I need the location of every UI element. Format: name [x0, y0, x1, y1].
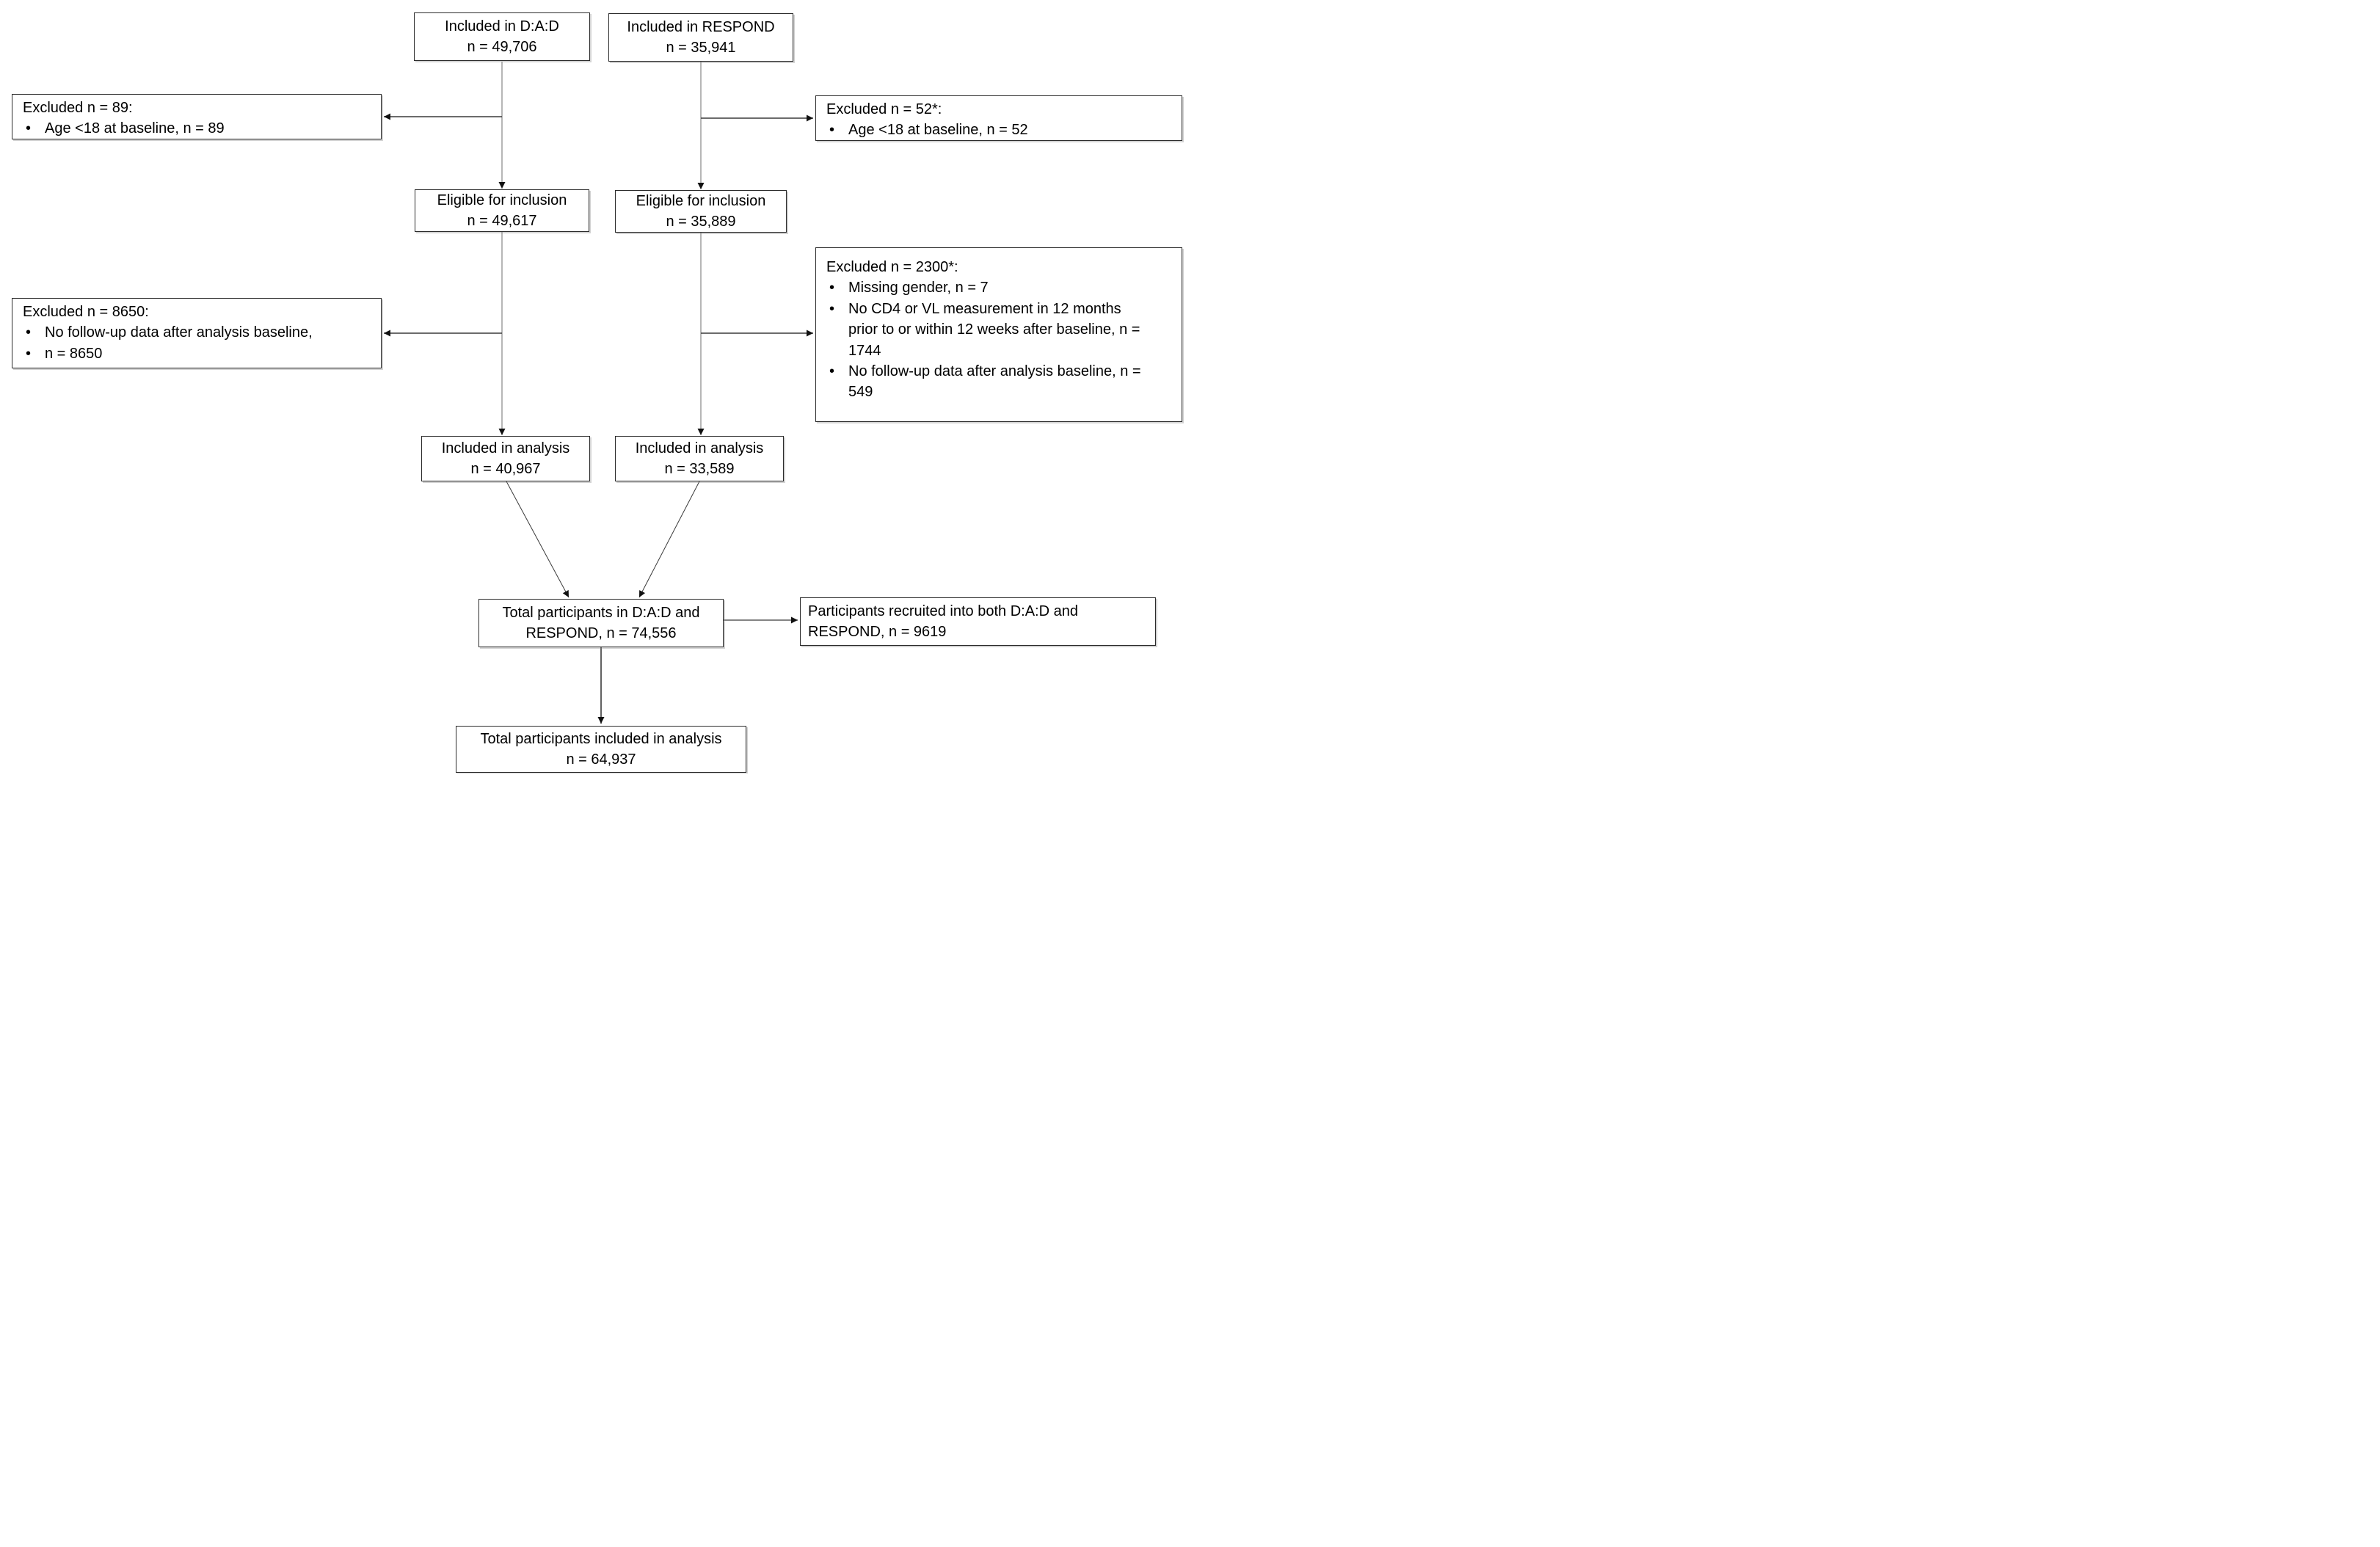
box-line: Eligible for inclusion	[437, 192, 567, 208]
exclusion-bullet: • Missing gender, n = 7	[826, 277, 1171, 298]
box-excluded-dad-followup: Excluded n = 8650: • No follow-up data a…	[12, 298, 382, 368]
box-line: RESPOND, n = 9619	[808, 624, 947, 640]
box-line: Included in RESPOND	[627, 18, 775, 35]
box-line: n = 35,941	[666, 40, 736, 56]
exclusion-title: Excluded n = 2300*:	[826, 259, 958, 275]
box-eligible-respond: Eligible for inclusion n = 35,889	[615, 190, 787, 233]
bullet-icon: •	[26, 345, 32, 362]
exclusion-bullet: • No CD4 or VL measurement in 12 months …	[826, 299, 1171, 361]
box-included-dad: Included in D:A:D n = 49,706	[414, 12, 590, 61]
box-line: n = 33,589	[664, 461, 735, 477]
exclusion-bullet: • Age <18 at baseline, n = 52	[826, 120, 1171, 140]
box-line: n = 64,937	[566, 751, 636, 768]
bullet-icon: •	[26, 324, 32, 341]
bullet-icon: •	[829, 363, 835, 379]
box-line: Included in analysis	[441, 440, 570, 456]
bullet-icon: •	[829, 122, 835, 139]
box-line: RESPOND, n = 74,556	[525, 625, 677, 641]
bullet-icon: •	[829, 300, 835, 317]
box-included-respond: Included in RESPOND n = 35,941	[608, 13, 793, 62]
box-line: Included in analysis	[635, 440, 764, 456]
box-line: Participants recruited into both D:A:D a…	[808, 603, 1078, 619]
exclusion-title: Excluded n = 8650:	[23, 304, 149, 320]
box-analysis-respond: Included in analysis n = 33,589	[615, 436, 784, 481]
exclusion-title: Excluded n = 52*:	[826, 101, 942, 117]
box-line: n = 40,967	[470, 461, 541, 477]
box-recruited-both: Participants recruited into both D:A:D a…	[800, 597, 1156, 646]
bullet-text: No CD4 or VL measurement in 12 months pr…	[848, 300, 1140, 359]
exclusion-bullet: • n = 8650	[23, 343, 371, 364]
bullet-icon: •	[26, 120, 32, 137]
exclusion-bullet: • No follow-up data after analysis basel…	[23, 322, 371, 343]
exclusion-bullet: • No follow-up data after analysis basel…	[826, 361, 1171, 403]
box-line: n = 35,889	[666, 214, 736, 230]
box-line: Eligible for inclusion	[636, 192, 766, 209]
exclusion-bullet: • Age <18 at baseline, n = 89	[23, 118, 371, 139]
box-analysis-dad: Included in analysis n = 40,967	[421, 436, 590, 481]
bullet-text: Age <18 at baseline, n = 89	[45, 120, 225, 137]
box-line: Total participants in D:A:D and	[502, 604, 700, 621]
box-line: n = 49,617	[467, 213, 537, 229]
diagonal-respond-to-total	[638, 481, 700, 598]
box-line: Included in D:A:D	[445, 18, 559, 34]
box-eligible-dad: Eligible for inclusion n = 49,617	[415, 189, 589, 232]
box-excluded-respond-criteria: Excluded n = 2300*: • Missing gender, n …	[815, 247, 1182, 422]
flow-diagram: Included in D:A:D n = 49,706 Included in…	[0, 0, 1190, 774]
box-excluded-dad-age: Excluded n = 89: • Age <18 at baseline, …	[12, 94, 382, 139]
exclusion-title: Excluded n = 89:	[23, 100, 133, 116]
bullet-text: No follow-up data after analysis baselin…	[848, 363, 1141, 401]
box-line: Total participants included in analysis	[480, 730, 722, 747]
bullet-text: Missing gender, n = 7	[848, 280, 989, 296]
box-total-combined: Total participants in D:A:D and RESPOND,…	[478, 599, 724, 647]
bullet-text: No follow-up data after analysis baselin…	[45, 324, 313, 341]
bullet-text: n = 8650	[45, 345, 103, 362]
box-excluded-respond-age: Excluded n = 52*: • Age <18 at baseline,…	[815, 95, 1182, 141]
bullet-icon: •	[829, 280, 835, 296]
box-total-analysis: Total participants included in analysis …	[456, 726, 746, 773]
diagonal-dad-to-total	[506, 481, 569, 598]
bullet-text: Age <18 at baseline, n = 52	[848, 122, 1028, 139]
box-line: n = 49,706	[467, 39, 537, 55]
